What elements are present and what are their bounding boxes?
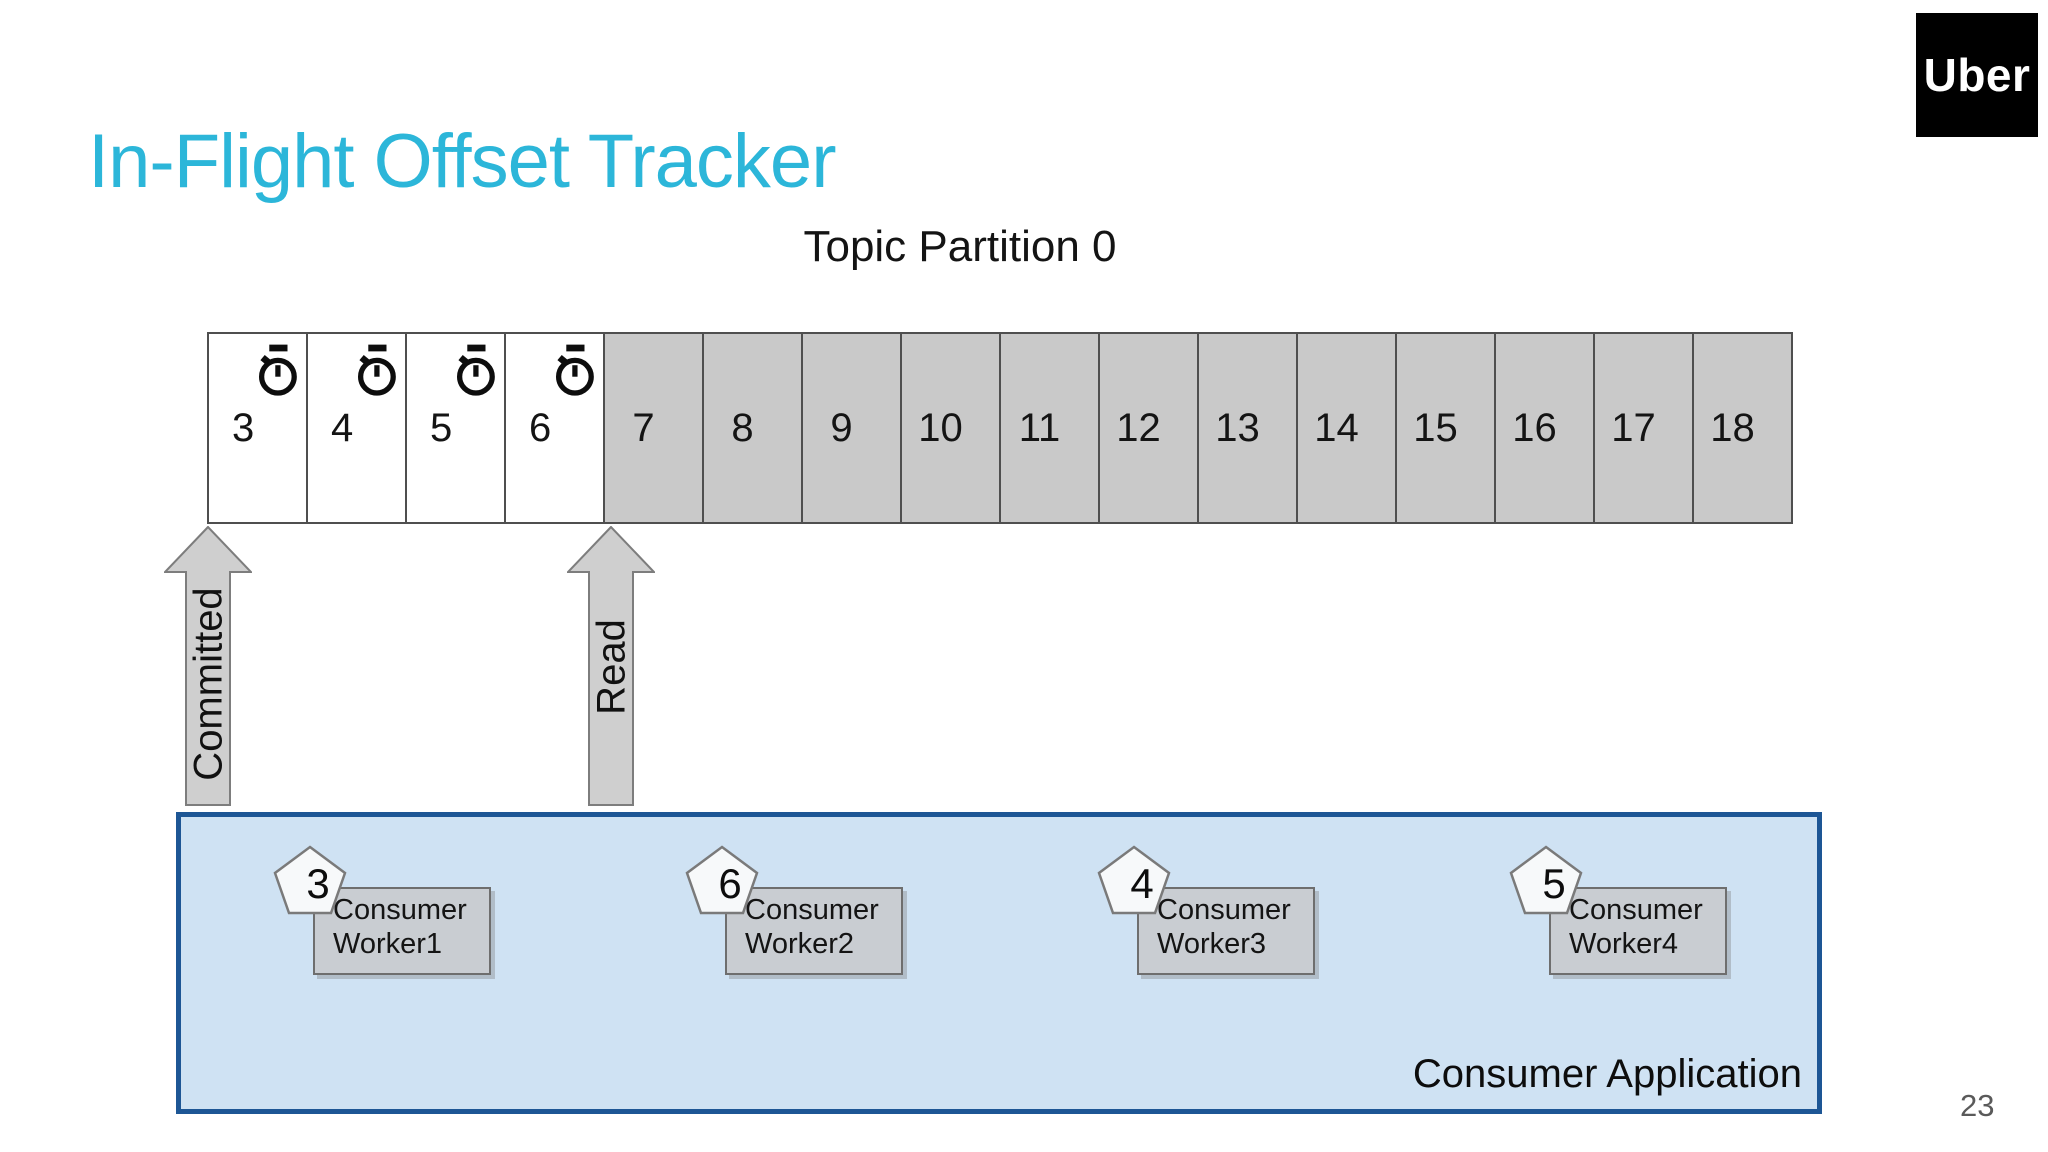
offset-badge: 5	[1509, 845, 1583, 915]
partition-cell-unread: 9	[801, 332, 902, 524]
partition-cell-unread: 17	[1593, 332, 1694, 524]
consumer-worker-card: Consumer Worker4	[1549, 887, 1727, 975]
partition-cell-unread: 14	[1296, 332, 1397, 524]
stopwatch-icon	[258, 344, 297, 396]
offset-badge: 3	[273, 845, 347, 915]
partition-cell-unread: 13	[1197, 332, 1298, 524]
stopwatch-icon	[555, 344, 594, 396]
partition-row: 3 4 5	[207, 332, 1793, 524]
partition-cell-unread: 11	[999, 332, 1100, 524]
offset-number: 11	[1018, 405, 1061, 450]
worker-name-line1: Consumer	[1569, 894, 1703, 926]
offset-number: 8	[731, 405, 754, 450]
pentagon-icon	[1097, 845, 1171, 915]
offset-number: 14	[1314, 405, 1359, 450]
offset-badge: 6	[685, 845, 759, 915]
partition-cell-unread: 12	[1098, 332, 1199, 524]
partition-cell-unread: 16	[1494, 332, 1595, 524]
pentagon-icon	[273, 845, 347, 915]
badge-offset-number: 3	[306, 860, 330, 907]
pentagon-icon	[685, 845, 759, 915]
committed-label: Committed	[186, 587, 231, 781]
worker-name-line2: Worker3	[1157, 928, 1267, 960]
partition-cell-unread: 10	[900, 332, 1001, 524]
offset-number: 10	[918, 405, 963, 450]
partition-cell-unread: 8	[702, 332, 803, 524]
partition-cell-unread: 7	[603, 332, 704, 524]
partition-cell-inflight: 6	[504, 332, 605, 524]
offset-number: 15	[1413, 405, 1458, 450]
consumer-worker-card: Consumer Worker1	[313, 887, 491, 975]
worker-name-line1: Consumer	[1157, 894, 1291, 926]
offset-number: 17	[1611, 405, 1656, 450]
offset-number: 13	[1215, 405, 1260, 450]
worker-name-line2: Worker2	[745, 928, 855, 960]
badge-offset-number: 4	[1130, 860, 1154, 907]
badge-offset-number: 6	[718, 860, 742, 907]
committed-arrow	[164, 526, 252, 806]
worker-name-line1: Consumer	[333, 894, 467, 926]
worker-name-line2: Worker4	[1569, 928, 1679, 960]
offset-number: 16	[1512, 405, 1557, 450]
read-label: Read	[589, 619, 634, 715]
partition-cell-unread: 18	[1692, 332, 1793, 524]
uber-logo: Uber	[1916, 13, 2038, 137]
worker-name-line2: Worker1	[333, 928, 443, 960]
partition-cell-inflight: 3	[207, 332, 308, 524]
partition-cell-unread: 15	[1395, 332, 1496, 524]
uber-logo-text: Uber	[1923, 49, 2031, 101]
page-number: 23	[1960, 1088, 1995, 1123]
offset-number: 12	[1116, 405, 1161, 450]
stopwatch-icon	[456, 344, 495, 396]
slide-title: In-Flight Offset Tracker	[88, 119, 837, 204]
offset-badge: 4	[1097, 845, 1171, 915]
partition-cell-inflight: 4	[306, 332, 407, 524]
offset-number: 7	[632, 405, 655, 450]
consumer-worker-card: Consumer Worker2	[725, 887, 903, 975]
consumer-worker-card: Consumer Worker3	[1137, 887, 1315, 975]
pentagon-icon	[1509, 845, 1583, 915]
offset-number: 6	[529, 405, 552, 450]
partition-cell-inflight: 5	[405, 332, 506, 524]
offset-number: 4	[331, 405, 354, 450]
read-arrow	[567, 526, 655, 806]
consumer-application-label: Consumer Application	[1412, 1052, 1802, 1096]
worker-name-line1: Consumer	[745, 894, 879, 926]
topic-partition-title: Topic Partition 0	[803, 222, 1117, 271]
offset-number: 5	[430, 405, 453, 450]
offset-number: 3	[232, 405, 255, 450]
offset-number: 18	[1710, 405, 1755, 450]
badge-offset-number: 5	[1542, 860, 1566, 907]
offset-number: 9	[830, 405, 853, 450]
stopwatch-icon	[357, 344, 396, 396]
